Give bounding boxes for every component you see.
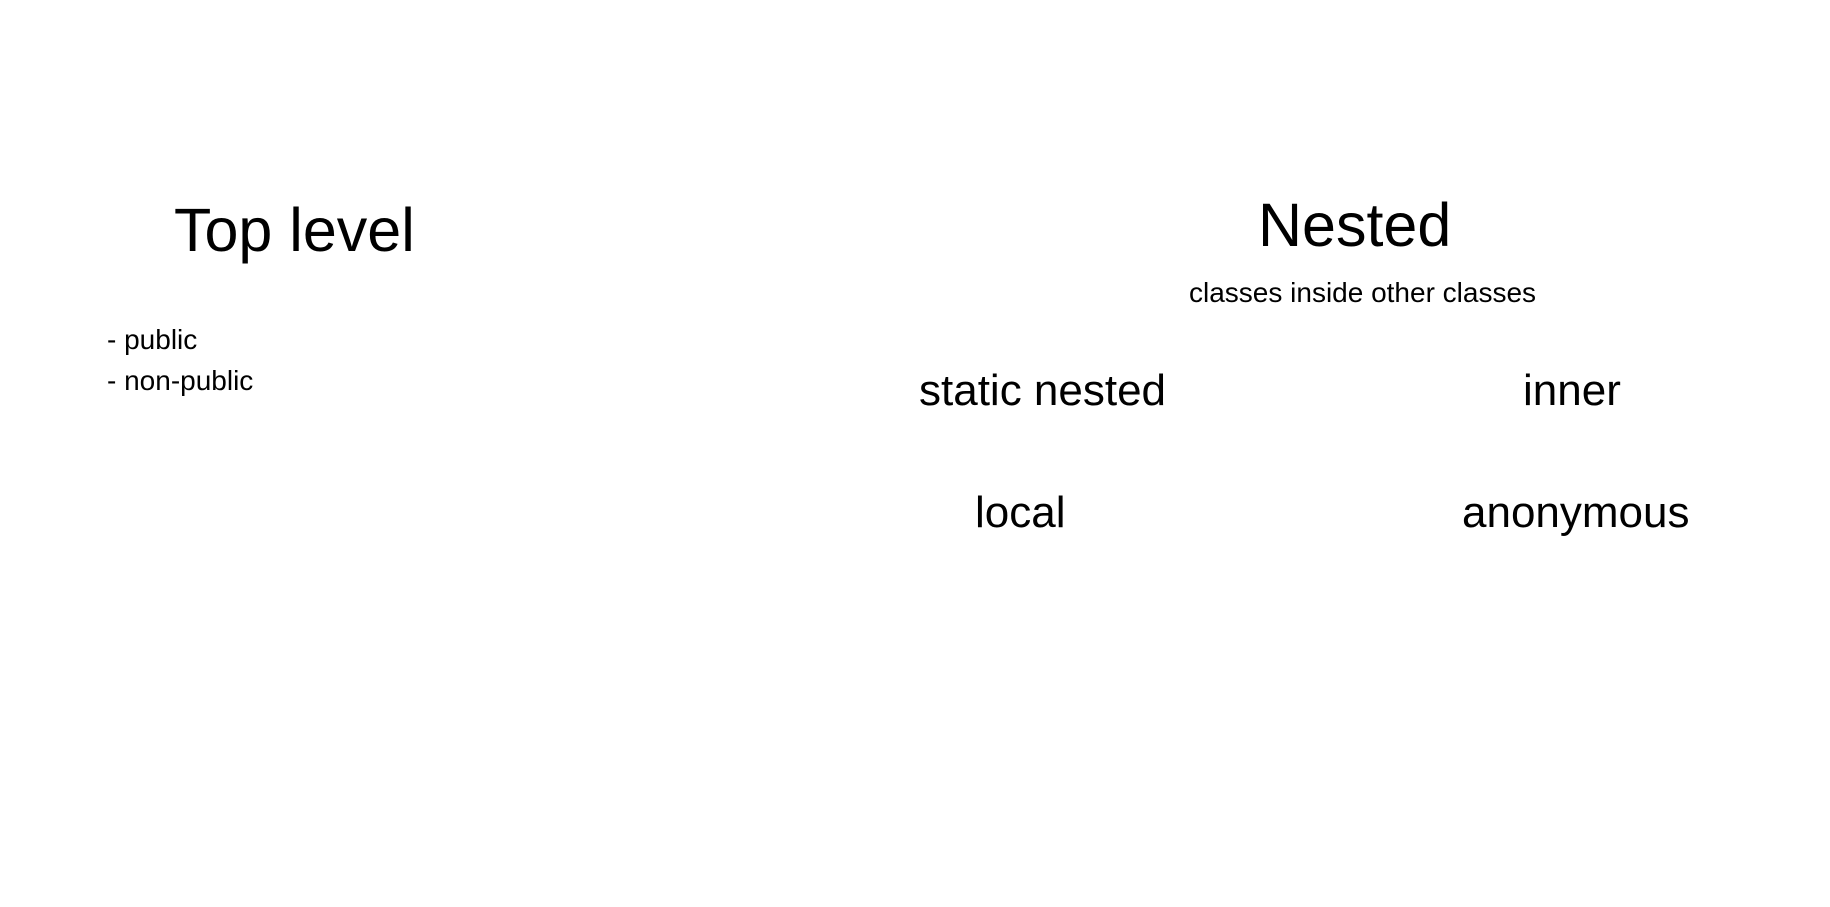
static-nested-label: static nested <box>919 366 1167 415</box>
top-level-list: - public - non-public <box>107 325 253 407</box>
list-item: - public <box>107 324 198 355</box>
top-level-heading: Top level <box>174 196 415 264</box>
inner-label: inner <box>1523 366 1621 415</box>
anonymous-label: anonymous <box>1462 488 1690 537</box>
nested-heading: Nested <box>1258 191 1452 259</box>
nested-subtitle: classes inside other classes <box>1189 277 1537 308</box>
local-label: local <box>975 488 1066 537</box>
list-item: - non-public <box>107 365 254 396</box>
